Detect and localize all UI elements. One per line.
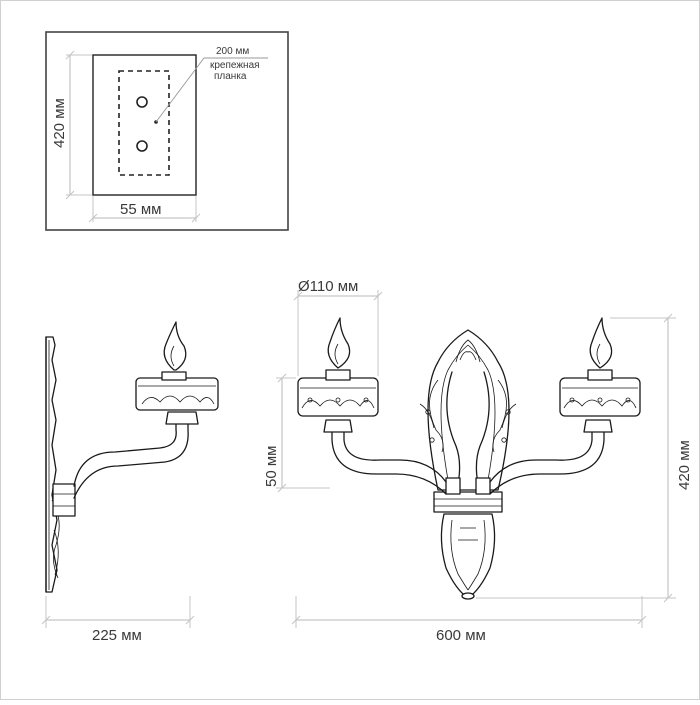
width-dimension: 600 мм <box>291 596 647 644</box>
mount-hole-bottom <box>136 140 148 152</box>
front-right-candle <box>587 369 613 381</box>
front-left-flame <box>327 317 351 369</box>
front-backplate <box>427 329 510 491</box>
front-left-candle <box>325 369 351 381</box>
inset-height-label: 420 мм <box>51 98 68 148</box>
width-label: 600 мм <box>436 627 486 644</box>
side-arm <box>73 423 177 487</box>
diameter-label: Ø110 мм <box>298 278 358 295</box>
side-view <box>45 321 219 593</box>
mount-hole-top <box>136 96 148 108</box>
front-right-arm <box>489 431 593 483</box>
side-bobeche <box>135 377 219 411</box>
side-candle <box>161 371 187 381</box>
side-depth-label: 225 мм <box>92 627 142 644</box>
front-left-bobeche <box>297 377 379 417</box>
front-view <box>297 317 641 600</box>
callout-name-line2: планка <box>214 71 247 82</box>
cup-height-dimension: 50 мм <box>263 373 330 493</box>
callout-leader <box>155 57 268 123</box>
front-left-cup <box>323 419 353 433</box>
side-flame <box>163 321 187 371</box>
front-right-flame <box>589 317 613 369</box>
callout-size: 200 мм <box>216 46 249 57</box>
side-cup <box>165 411 199 425</box>
mounting-bar-dashed <box>118 70 170 176</box>
front-crest <box>455 339 481 363</box>
callout-name-line1: крепежная <box>210 60 260 71</box>
inset-width-label: 55 мм <box>120 201 161 218</box>
front-right-cup <box>583 419 613 433</box>
total-height-label: 420 мм <box>676 440 693 490</box>
front-finial <box>461 592 475 600</box>
front-lower-ornament <box>440 513 496 599</box>
front-left-arm <box>343 431 447 483</box>
front-collar <box>433 491 503 513</box>
cup-height-label: 50 мм <box>263 446 280 487</box>
inset-frame <box>45 31 289 231</box>
side-wall-plate <box>45 336 58 593</box>
front-right-bobeche <box>559 377 641 417</box>
diameter-dimension: Ø110 мм <box>293 278 383 376</box>
plate-outline <box>92 54 197 196</box>
side-collar <box>52 483 76 517</box>
side-depth-dimension: 225 мм <box>41 596 195 644</box>
total-height-dimension: 420 мм <box>476 313 693 603</box>
mounting-plate-inset: 200 мм крепежная планка 420 мм 55 мм <box>45 31 289 231</box>
